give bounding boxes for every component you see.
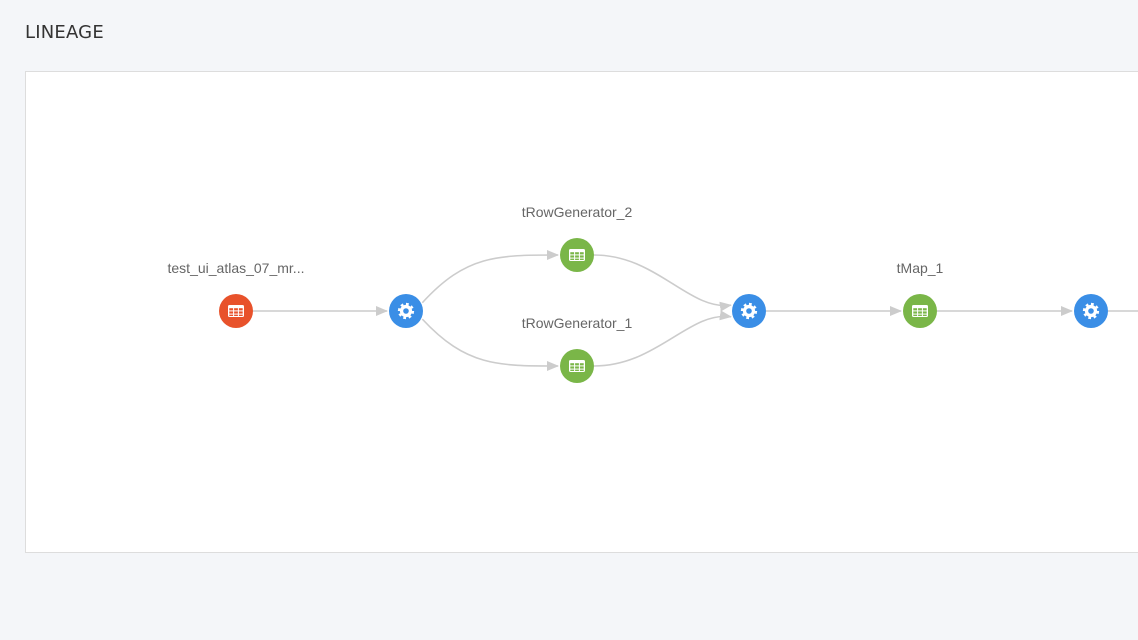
table-icon	[912, 305, 928, 317]
lineage-section-title: LINEAGE	[25, 22, 104, 43]
dataset-node[interactable]: tRowGenerator_1	[522, 315, 633, 383]
gear-icon	[1082, 302, 1100, 320]
table-icon	[569, 360, 585, 372]
gear-icon	[397, 302, 415, 320]
gear-icon	[740, 302, 758, 320]
node-label: tMap_1	[897, 260, 944, 276]
lineage-edge	[421, 250, 559, 304]
node-label: test_ui_atlas_07_mr...	[168, 260, 305, 276]
lineage-edge	[593, 310, 732, 367]
process-node[interactable]	[389, 294, 423, 328]
dataset-node[interactable]: tMap_1	[897, 260, 944, 328]
table-icon	[569, 249, 585, 261]
process-node[interactable]	[732, 294, 766, 328]
lineage-edge	[421, 318, 559, 371]
node-label: tRowGenerator_2	[522, 204, 633, 220]
dataset-node[interactable]: test_ui_atlas_07_mr...	[168, 260, 305, 328]
lineage-graph-panel[interactable]: test_ui_atlas_07_mr... tRowGenerator_2 tRo…	[25, 71, 1138, 553]
lineage-graph[interactable]: test_ui_atlas_07_mr... tRowGenerator_2 tRo…	[26, 72, 1138, 553]
node-label: tRowGenerator_1	[522, 315, 633, 331]
dataset-node[interactable]: tRowGenerator_2	[522, 204, 633, 272]
table-icon	[228, 305, 244, 317]
lineage-edge	[593, 254, 732, 312]
process-node[interactable]	[1074, 294, 1108, 328]
